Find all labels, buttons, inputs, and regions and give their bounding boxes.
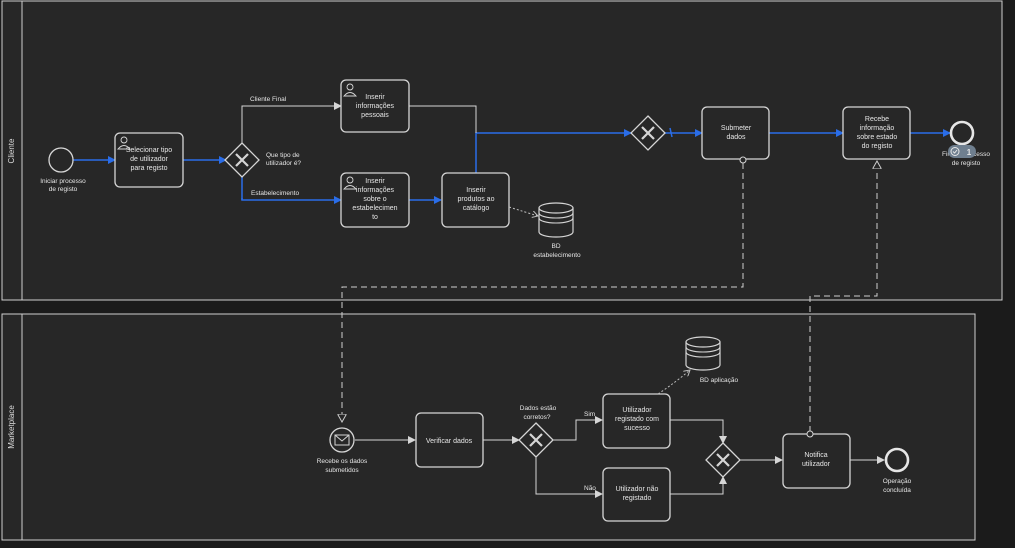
token-count-badge[interactable]: 1 [948,145,976,158]
gateway-question-mkt-2: corretos? [523,414,550,421]
svg-text:informação: informação [860,125,895,132]
gateway-join-cliente[interactable] [630,115,666,151]
gateway-question-mkt-1: Dados estão [520,405,557,412]
task-recebe-informacao[interactable]: Recebe informação sobre estado do regist… [842,106,911,160]
message-flows [342,161,877,432]
flow-label-cliente-final: Cliente Final [250,96,287,103]
user-task-icon [117,136,131,150]
svg-text:registado com: registado com [615,416,659,423]
database-app-label: BD aplicação [700,377,739,384]
svg-text:produtos ao: produtos ao [458,196,495,203]
exclusive-x-icon [641,126,655,140]
svg-text:Inserir: Inserir [365,94,385,101]
svg-text:sobre o: sobre o [363,196,386,203]
task-inserir-produtos[interactable]: Inserir produtos ao catálogo [441,172,510,228]
database-estab-label-2: estabelecimento [533,252,581,259]
gateway-question-2: utilizador é? [266,160,301,167]
start-event-label-1: Iniciar processo [40,178,86,185]
pool-cliente-label: Cliente [7,138,16,163]
start-event[interactable] [48,147,74,173]
task-registado-sucesso[interactable]: Utilizador registado com sucesso [602,393,671,449]
task-submeter-dados[interactable]: Submeter dados [701,106,770,164]
envelope-icon [334,434,350,446]
end-event-cliente-label-2: de registo [952,160,981,167]
user-task-icon [343,176,357,190]
svg-text:informações: informações [356,187,395,194]
end-event-marketplace[interactable] [884,447,910,473]
task-informacoes-pessoais[interactable]: Inserir informações pessoais [340,79,410,133]
task-informacoes-estabelecimento[interactable]: Inserir informações sobre o estabelecime… [340,172,410,228]
gateway-tipo-utilizador[interactable] [224,142,260,178]
marketplace-sequence-flows [355,416,885,498]
svg-text:Inserir: Inserir [365,178,385,185]
task-selecionar-tipo[interactable]: Selecionar tipo de utilizador para regis… [114,132,184,188]
end-event-mkt-label-2: concluída [883,487,911,494]
exclusive-x-icon [235,153,249,167]
exclusive-x-icon [529,433,543,447]
svg-text:utilizador: utilizador [802,461,831,468]
task-verificar-dados[interactable]: Verificar dados [415,412,484,468]
svg-text:pessoais: pessoais [361,112,389,119]
svg-text:Inserir: Inserir [466,187,486,194]
svg-text:registado: registado [623,495,652,502]
message-start-event[interactable] [329,427,355,453]
end-event-mkt-label-1: Operação [883,478,912,485]
svg-text:para registo: para registo [131,165,168,172]
task-notifica-utilizador[interactable]: Notifica utilizador [782,430,851,489]
flow-label-estabelecimento: Estabelecimento [251,190,299,197]
svg-text:Notifica: Notifica [804,452,827,459]
svg-text:Submeter: Submeter [721,125,752,132]
badge-count: 1 [967,148,972,157]
gateway-question-1: Que tipo de [266,152,300,159]
svg-text:Recebe: Recebe [865,116,889,123]
cliente-white-flows [241,102,477,144]
default-flow-marker [669,127,673,138]
svg-text:to: to [372,214,378,221]
svg-text:sobre estado: sobre estado [857,134,898,141]
svg-text:estabelecimen: estabelecimen [352,205,397,212]
pool-marketplace-label: Marketplace [7,405,16,449]
exclusive-x-icon [716,453,730,467]
gateway-dados-corretos[interactable] [518,422,554,458]
svg-text:do registo: do registo [862,143,893,150]
start-event-label-2: de registo [49,186,78,193]
flow-label-sim: Sim [584,411,595,418]
user-task-icon [343,83,357,97]
database-estabelecimento-icon[interactable] [538,202,574,238]
svg-text:Utilizador não: Utilizador não [616,486,659,493]
svg-text:sucesso: sucesso [624,425,650,432]
gateway-join-marketplace[interactable] [705,442,741,478]
svg-text:Verificar dados: Verificar dados [426,438,473,445]
message-start-label-2: submetidos [325,467,359,474]
message-start-label-1: Recebe os dados [317,458,368,465]
check-icon [952,149,958,154]
data-association-app [657,370,690,395]
svg-text:de utilizador: de utilizador [130,156,168,163]
pool-marketplace[interactable]: Marketplace [1,313,976,541]
svg-text:dados: dados [726,134,746,141]
svg-text:Utilizador: Utilizador [622,407,652,414]
svg-text:catálogo: catálogo [463,205,490,212]
database-estab-label-1: BD [551,243,560,250]
svg-text:Selecionar tipo: Selecionar tipo [126,147,172,154]
svg-text:informações: informações [356,103,395,110]
database-aplicacao-icon[interactable] [685,336,721,371]
end-event-cliente[interactable] [949,120,975,146]
flow-label-nao: Não [584,485,596,492]
check-circle-icon [950,147,960,156]
task-nao-registado[interactable]: Utilizador não registado [602,467,671,522]
